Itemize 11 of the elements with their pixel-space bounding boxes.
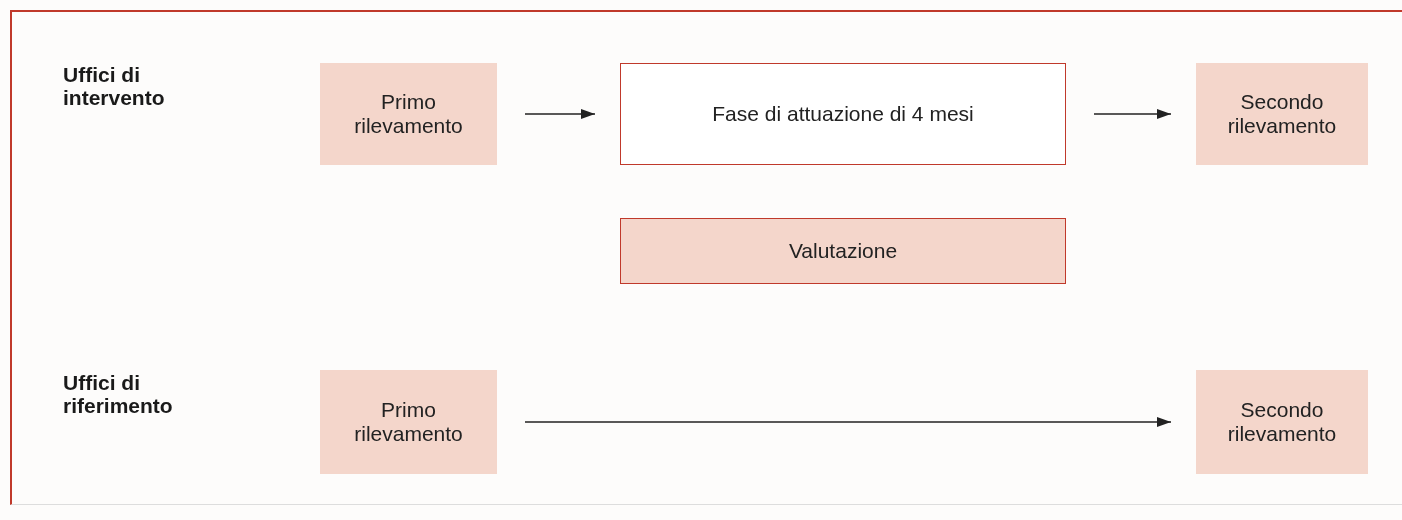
arrow [1093, 109, 1172, 119]
row-label: Uffici di intervento [63, 63, 166, 110]
survey-box: Secondo rilevamento [1196, 370, 1368, 474]
survey-box: Primo rilevamento [320, 63, 497, 165]
row-label: Uffici di riferimento [63, 371, 174, 418]
survey-box: Primo rilevamento [320, 370, 497, 474]
arrow [524, 417, 1172, 427]
arrow [524, 109, 596, 119]
phase-box: Fase di attuazione di 4 mesi [620, 63, 1066, 165]
evaluation-box: Valutazione [620, 218, 1066, 284]
survey-box: Secondo rilevamento [1196, 63, 1368, 165]
